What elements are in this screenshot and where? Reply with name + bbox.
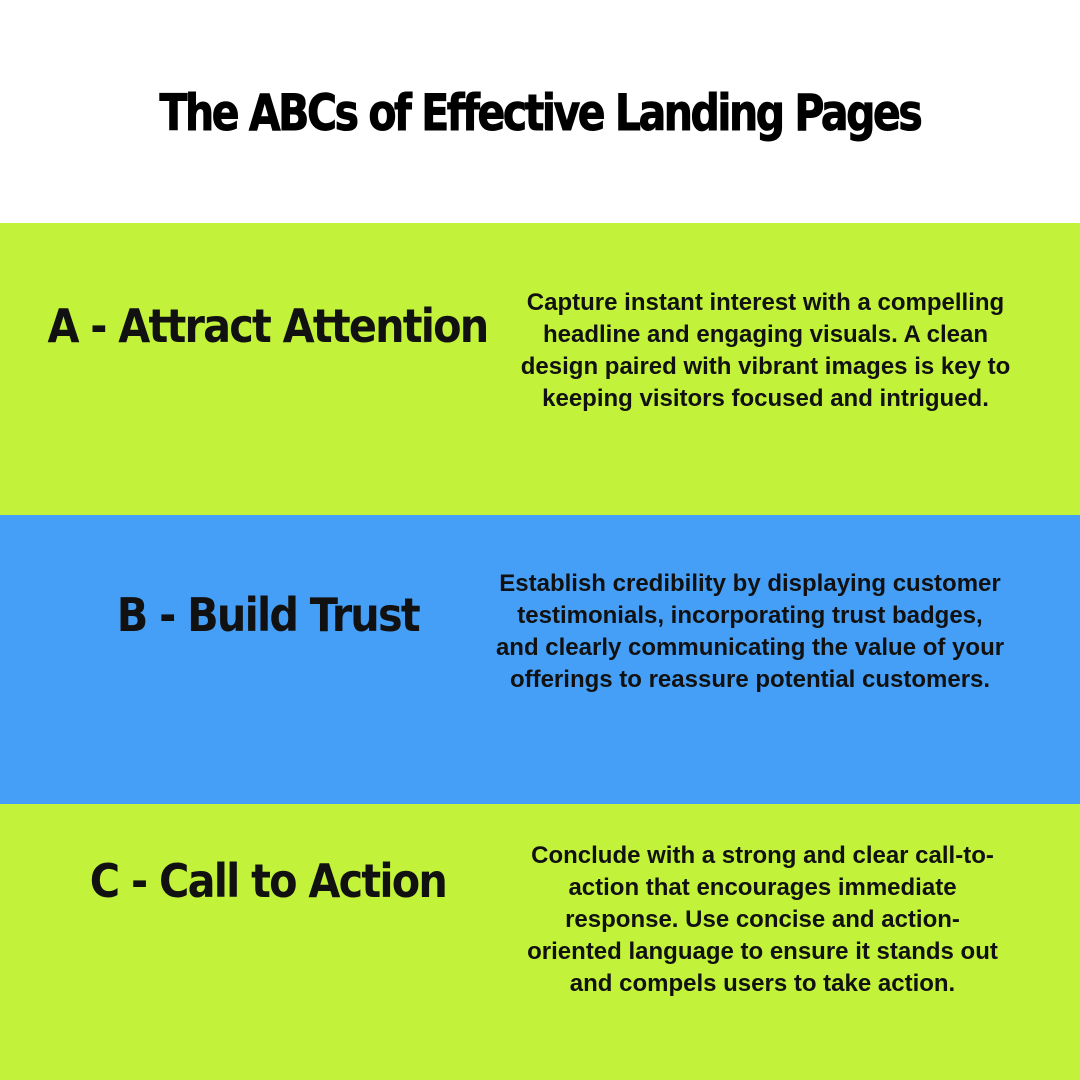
section-heading-wrap: B - Build Trust bbox=[0, 588, 535, 642]
section-description: Capture instant interest with a compelli… bbox=[520, 289, 1011, 412]
section-description: Conclude with a strong and clear call-to… bbox=[527, 842, 998, 997]
section-heading: B - Build Trust bbox=[116, 588, 420, 642]
section-attract-attention: A - Attract Attention Capture instant in… bbox=[0, 223, 1080, 515]
section-heading: A - Attract Attention bbox=[47, 299, 489, 353]
section-build-trust: B - Build Trust Establish credibility by… bbox=[0, 515, 1080, 804]
page-title: The ABCs of Effective Landing Pages bbox=[159, 83, 923, 142]
section-heading-wrap: A - Attract Attention bbox=[0, 299, 535, 353]
title-area: The ABCs of Effective Landing Pages bbox=[0, 0, 1080, 223]
section-heading: C - Call to Action bbox=[89, 854, 447, 908]
section-heading-wrap: C - Call to Action bbox=[0, 854, 535, 908]
section-description: Establish credibility by displaying cust… bbox=[495, 570, 1005, 693]
section-call-to-action: C - Call to Action Conclude with a stron… bbox=[0, 804, 1080, 1080]
